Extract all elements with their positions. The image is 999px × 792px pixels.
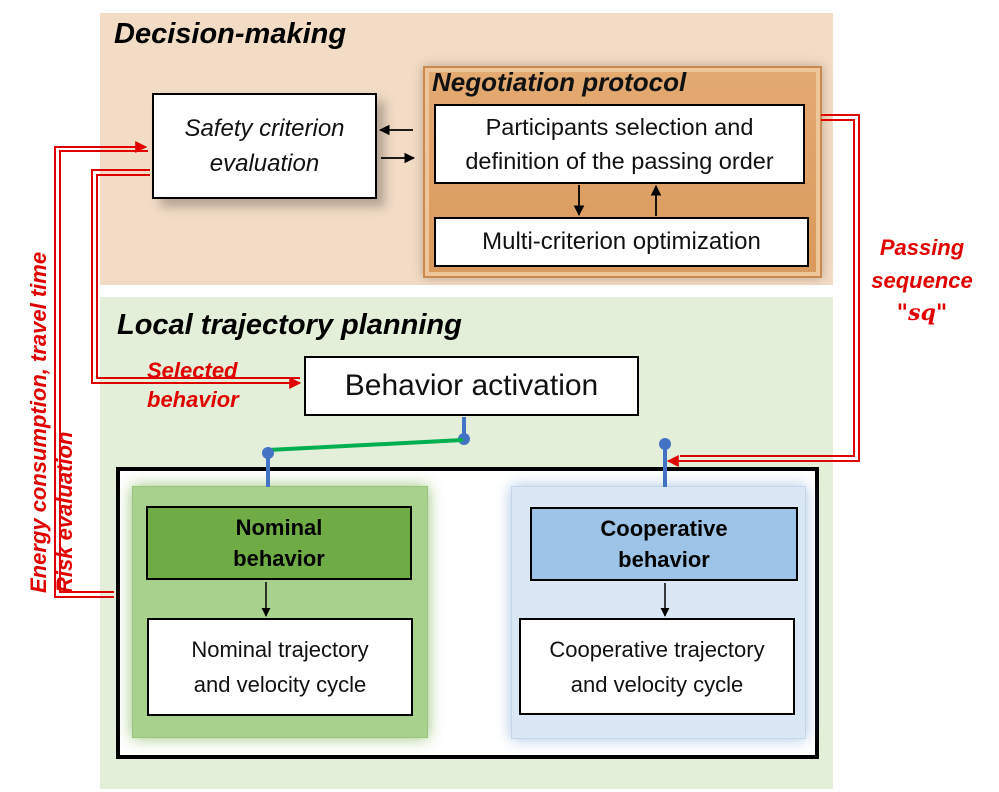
cooperative-header-line-1: Cooperative <box>600 516 728 541</box>
nominal-behavior-header: Nominal behavior <box>146 506 412 580</box>
selected-behavior-label: Selected behavior <box>147 356 239 414</box>
nominal-header-line-1: Nominal <box>235 515 323 540</box>
participants-selection-box: Participants selection and definition of… <box>434 104 805 184</box>
cooperative-traj-line-2: and velocity cycle <box>570 671 744 697</box>
nominal-traj-line-1: Nominal trajectory <box>191 637 369 662</box>
safety-line-1: Safety criterion <box>184 115 345 142</box>
multi-criterion-optimization-box: Multi-criterion optimization <box>434 217 809 267</box>
switch-node-nominal <box>262 447 274 459</box>
passing-sequence-label: Passing sequence "sq" <box>848 231 996 330</box>
safety-line-2: evaluation <box>209 150 320 177</box>
red-line-passing-outer <box>666 114 860 467</box>
red-line-passing-inner <box>680 119 855 457</box>
red-line-selected-outer <box>91 169 302 389</box>
cooperative-header-line-2: behavior <box>618 547 710 572</box>
feedback-labels: Energy consumption, travel time Risk eva… <box>12 185 90 605</box>
decision-making-title: Decision-making <box>114 18 347 50</box>
participants-line-1: Participants selection and <box>485 114 754 140</box>
switch-node-cooperative <box>659 438 671 450</box>
passing-sq-symbol: "sq" <box>896 300 948 326</box>
behavior-activation-box: Behavior activation <box>304 356 639 416</box>
switch-green-link <box>267 438 464 452</box>
negotiation-protocol-title: Negotiation protocol <box>432 67 687 97</box>
red-line-selected-inner <box>96 174 300 379</box>
selected-line-1: Selected <box>147 358 238 383</box>
safety-criterion-box: Safety criterion evaluation <box>152 93 377 199</box>
selected-line-2: behavior <box>147 387 239 412</box>
nominal-header-line-2: behavior <box>233 546 325 571</box>
local-trajectory-title: Local trajectory planning <box>117 309 462 341</box>
red-line-feedback-inner <box>59 150 148 593</box>
red-line-feedback-outer <box>54 141 148 598</box>
nominal-trajectory-box: Nominal trajectory and velocity cycle <box>147 618 413 716</box>
risk-evaluation-label: Risk evaluation <box>52 431 77 593</box>
cooperative-traj-line-1: Cooperative trajectory <box>549 636 765 662</box>
passing-line-1: Passing <box>879 235 965 260</box>
participants-line-2: definition of the passing order <box>465 148 774 174</box>
cooperative-trajectory-box: Cooperative trajectory and velocity cycl… <box>519 618 795 715</box>
cooperative-behavior-header: Cooperative behavior <box>530 507 798 581</box>
nominal-traj-line-2: and velocity cycle <box>193 672 367 697</box>
energy-consumption-label: Energy consumption, travel time <box>26 251 51 593</box>
passing-line-2: sequence <box>871 268 973 293</box>
